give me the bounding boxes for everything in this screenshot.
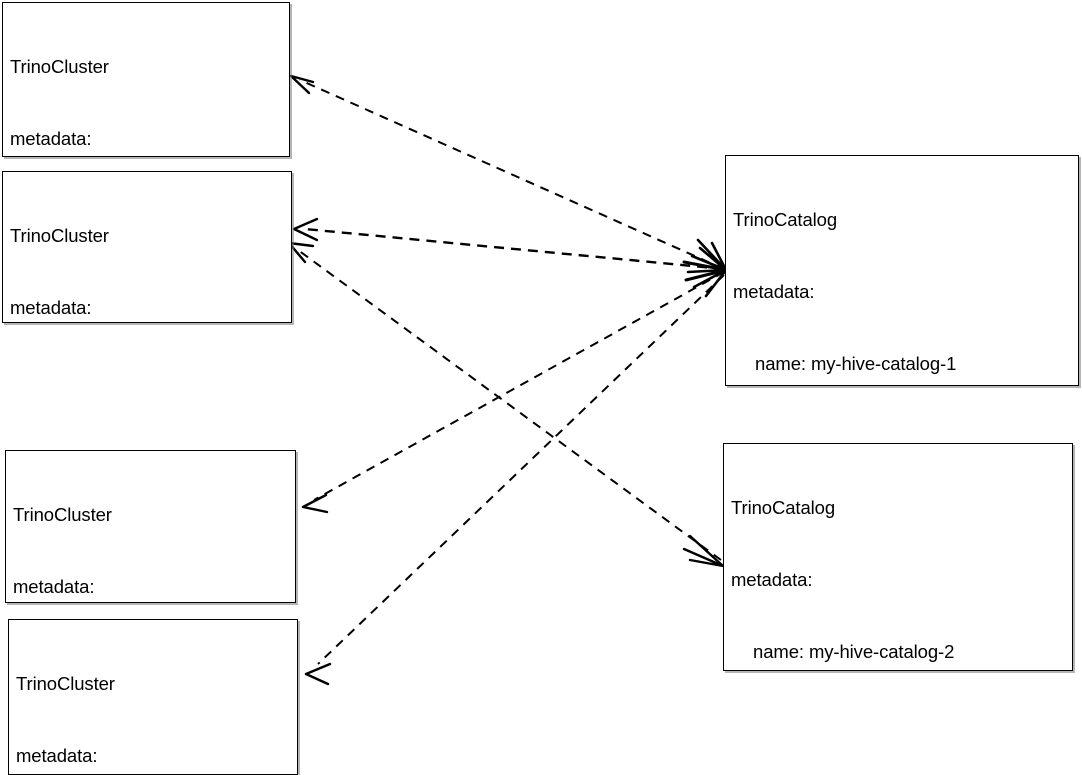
edge-line [297,249,722,561]
arrowhead-icon [682,260,728,282]
edge-catalog1-to-my-trino-2 [292,217,725,271]
node-trinocatalog-my-hive-catalog-2[interactable]: TrinoCatalog metadata: name: my-hive-cat… [723,443,1073,671]
hub-arrowheads-catalog1 [682,238,728,298]
node-trinocluster-my-trino-green[interactable]: TrinoCluster metadata: name: my-trino-gr… [8,619,298,775]
edge-catalog1-to-my-trino-green [304,274,725,686]
node-line: TrinoCatalog [731,497,836,518]
hub-arrowheads-catalog2 [682,534,725,568]
node-line: metadata: [13,576,95,597]
node-line: metadata: [10,297,92,318]
arrowhead-icon [301,493,329,514]
node-line: name: my-hive-catalog-2 [753,641,955,662]
edge-catalog2-to-my-trino-2 [287,241,722,561]
edge-catalog1-to-my-trino-blue [301,271,725,514]
edge-line [313,271,725,501]
node-body: TrinoCluster metadata: name: my-trino-2 … [3,172,291,322]
node-body: TrinoCatalog metadata: name: my-hive-cat… [724,444,1072,670]
node-line: TrinoCluster [10,225,109,246]
node-trinocluster-my-trino-blue[interactable]: TrinoCluster metadata: name: my-trino-bl… [5,450,296,603]
edge-line [299,79,725,270]
edge-line [317,274,725,665]
arrowhead-icon [287,241,315,264]
arrowhead-icon [289,74,315,95]
node-line: metadata: [731,569,813,590]
arrowhead-icon [682,534,725,568]
node-body: TrinoCatalog metadata: name: my-hive-cat… [726,156,1078,385]
node-line: TrinoCluster [13,504,112,525]
node-body: TrinoCluster metadata: name: my-trino-gr… [9,620,297,774]
node-line: metadata: [10,128,92,149]
node-line: TrinoCatalog [733,209,838,230]
edge-line [304,227,725,271]
node-trinocluster-my-trino[interactable]: TrinoCluster metadata: name: my-trino ca… [2,2,290,157]
arrowhead-icon [686,238,728,298]
node-line: metadata: [16,745,98,766]
node-line: metadata: [733,281,815,302]
arrowhead-icon [292,217,319,242]
node-trinocatalog-my-hive-catalog-1[interactable]: TrinoCatalog metadata: name: my-hive-cat… [725,155,1079,386]
node-body: TrinoCluster metadata: name: my-trino ca… [3,3,289,156]
node-line: TrinoCluster [16,673,115,694]
node-body: TrinoCluster metadata: name: my-trino-bl… [6,451,295,602]
arrowhead-icon [304,662,332,686]
node-line: name: my-hive-catalog-1 [755,353,957,374]
node-line: TrinoCluster [10,56,109,77]
node-trinocluster-my-trino-2[interactable]: TrinoCluster metadata: name: my-trino-2 … [2,171,292,323]
edge-catalog1-to-my-trino [289,74,725,270]
